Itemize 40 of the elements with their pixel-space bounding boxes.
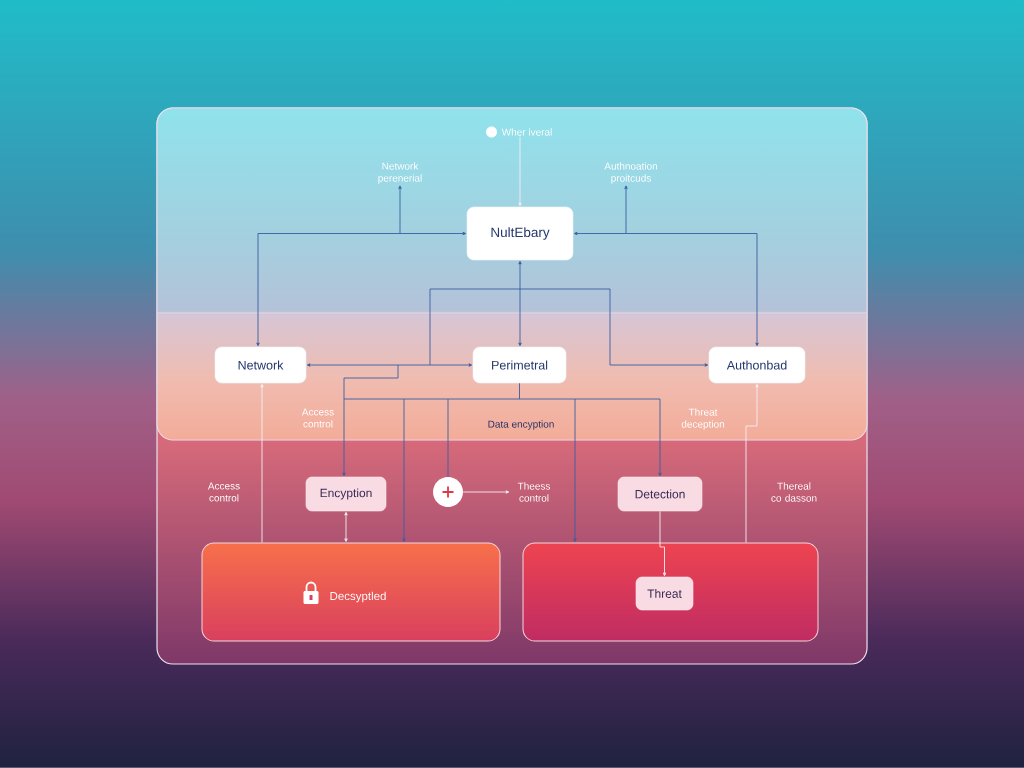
panel: Decsyptled	[201, 542, 501, 642]
process-box: Authonbad	[708, 346, 806, 384]
arrow	[462, 490, 510, 494]
arrow	[745, 383, 759, 543]
process-box: Threat	[635, 576, 694, 611]
arrow	[306, 363, 431, 367]
annotation-text: Thereal co dasson	[771, 482, 817, 502]
annotation-text: Theess control	[517, 482, 551, 502]
process-box: Network	[214, 346, 307, 384]
process-box: Encyption	[305, 476, 387, 512]
arrow	[260, 383, 264, 543]
annotation-text: Threat deception	[681, 408, 725, 430]
annotation-text: Network perenerial	[378, 162, 422, 184]
arrow	[429, 260, 611, 290]
arrow	[344, 511, 348, 542]
arrow	[658, 398, 662, 477]
arrow	[398, 185, 402, 234]
arrow	[573, 231, 627, 236]
arrow	[518, 288, 522, 347]
annotation-text: Data encyption	[488, 420, 554, 430]
annotation-text: Authnoation proitcuds	[604, 162, 658, 184]
connector-line	[429, 288, 431, 366]
arrow	[399, 231, 467, 236]
arrow	[609, 288, 709, 367]
annotation-text: Wher iveral	[501, 128, 552, 136]
process-box: NultEbary	[466, 206, 574, 261]
arrow	[625, 233, 759, 347]
annotation-text: Access control	[207, 482, 240, 502]
panel	[522, 542, 819, 642]
connector-line	[447, 398, 449, 478]
arrow	[573, 398, 577, 542]
annotation-text: Access control	[301, 408, 334, 428]
arrow	[518, 136, 522, 207]
arrow	[256, 233, 401, 347]
arrow	[624, 185, 628, 234]
arrow	[402, 398, 406, 542]
process-box: Perimetral	[472, 346, 567, 384]
process-box: Detection	[617, 476, 703, 512]
arrow	[429, 363, 473, 367]
arrow	[659, 510, 667, 577]
